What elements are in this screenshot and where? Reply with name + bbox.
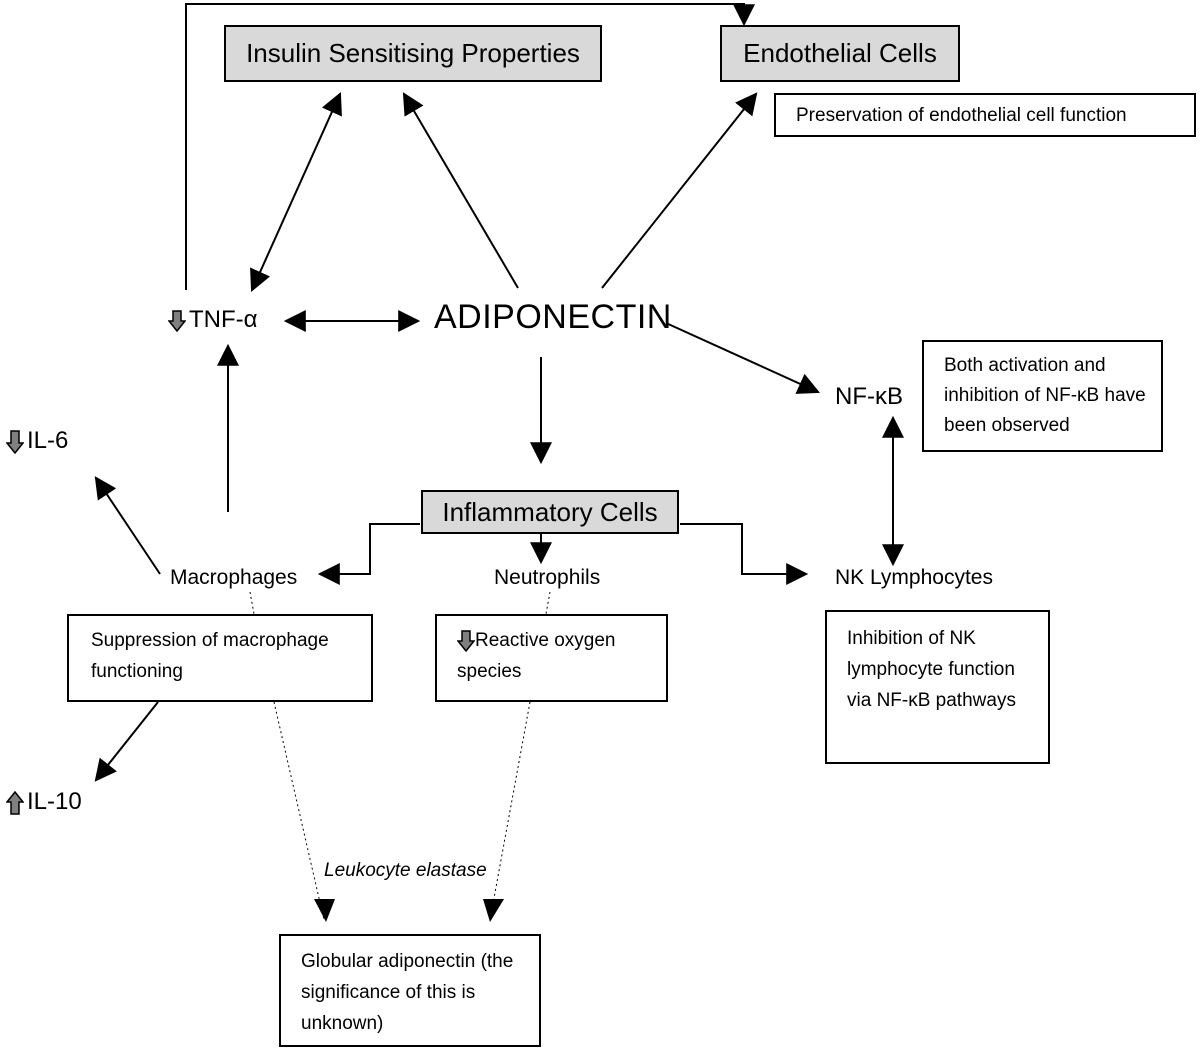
globular-arrowhead-left: [314, 899, 335, 922]
adiponectin-nfkb-arrow: [665, 322, 821, 394]
ros-globular-dotted-arrow: [489, 701, 531, 921]
adiponectin-title: ADIPONECTIN: [434, 298, 672, 337]
macrophage-note-text: Suppression of macrophage functioning: [91, 630, 329, 682]
inflammatory-nk-arrow: [680, 523, 809, 585]
down-arrow-icon: [168, 309, 186, 332]
globular-adiponectin-text: Globular adiponectin (the significance o…: [301, 951, 514, 1034]
insulin-sensitising-label: Insulin Sensitising Properties: [246, 38, 580, 68]
macrophages-il6-arrow: [94, 476, 161, 575]
down-arrow-icon: [6, 429, 24, 454]
adiponectin-endothelial-arrow: [601, 92, 758, 289]
nfkb-note-box: Both activation and inhibition of NF-κB …: [922, 340, 1163, 452]
endothelial-cells-box: Endothelial Cells: [720, 25, 960, 82]
neutrophil-note-box: Reactive oxygen species: [435, 614, 668, 702]
nfkb-label: NF-κB: [835, 383, 903, 410]
macrophages-node: Macrophages: [170, 566, 297, 590]
globular-adiponectin-box: Globular adiponectin (the significance o…: [279, 934, 541, 1047]
macrophage-note-box: Suppression of macrophage functioning: [67, 614, 373, 702]
endothelial-note-text: Preservation of endothelial cell functio…: [796, 105, 1127, 126]
neutrophil-note-text: Reactive oxygen species: [457, 630, 616, 682]
il10-label: IL-10: [27, 788, 82, 815]
nk-lymphocytes-node: NK Lymphocytes: [835, 566, 993, 590]
tnf-alpha-label: TNF-α: [189, 306, 258, 333]
endothelial-cells-label: Endothelial Cells: [743, 38, 937, 68]
adiponectin-insulin-arrow: [402, 92, 519, 289]
inflammatory-macrophages-arrow: [317, 523, 420, 585]
neutrophil-dotted-link: [545, 591, 551, 615]
up-arrow-icon: [6, 790, 24, 815]
globular-arrowhead-right: [483, 899, 504, 922]
leukocyte-elastase-text: Leukocyte elastase: [324, 860, 487, 881]
macrophage-il10-arrow: [94, 701, 159, 782]
insulin-sensitising-box: Insulin Sensitising Properties: [224, 25, 602, 82]
adiponectin-label: ADIPONECTIN: [434, 298, 672, 336]
nk-lymphocytes-label: NK Lymphocytes: [835, 566, 993, 589]
macrophage-dotted-link: [249, 591, 255, 615]
neutrophils-label: Neutrophils: [494, 566, 601, 589]
leukocyte-elastase-label: Leukocyte elastase: [324, 860, 487, 882]
endothelial-note-box: Preservation of endothelial cell functio…: [774, 93, 1196, 137]
il10-node: IL-10: [6, 788, 82, 816]
neutrophils-node: Neutrophils: [494, 566, 600, 590]
il6-node: IL-6: [6, 427, 68, 455]
macrophage-globular-dotted-arrow: [273, 701, 325, 921]
down-arrow-icon: [457, 630, 475, 652]
inflammatory-cells-box: Inflammatory Cells: [421, 490, 679, 534]
tnf-to-endothelial-arrow: [185, 3, 755, 290]
tnf-alpha-node: TNF-α: [168, 306, 258, 334]
nk-note-box: Inhibition of NK lymphocyte function via…: [825, 610, 1050, 764]
tnf-insulin-arrow: [250, 91, 342, 293]
inflammatory-cells-label: Inflammatory Cells: [442, 496, 658, 527]
nfkb-note-text: Both activation and inhibition of NF-κB …: [944, 355, 1146, 436]
il6-label: IL-6: [27, 427, 69, 454]
macrophages-label: Macrophages: [170, 566, 298, 589]
nk-note-text: Inhibition of NK lymphocyte function via…: [847, 628, 1016, 711]
nfkb-node: NF-κB: [835, 383, 903, 411]
